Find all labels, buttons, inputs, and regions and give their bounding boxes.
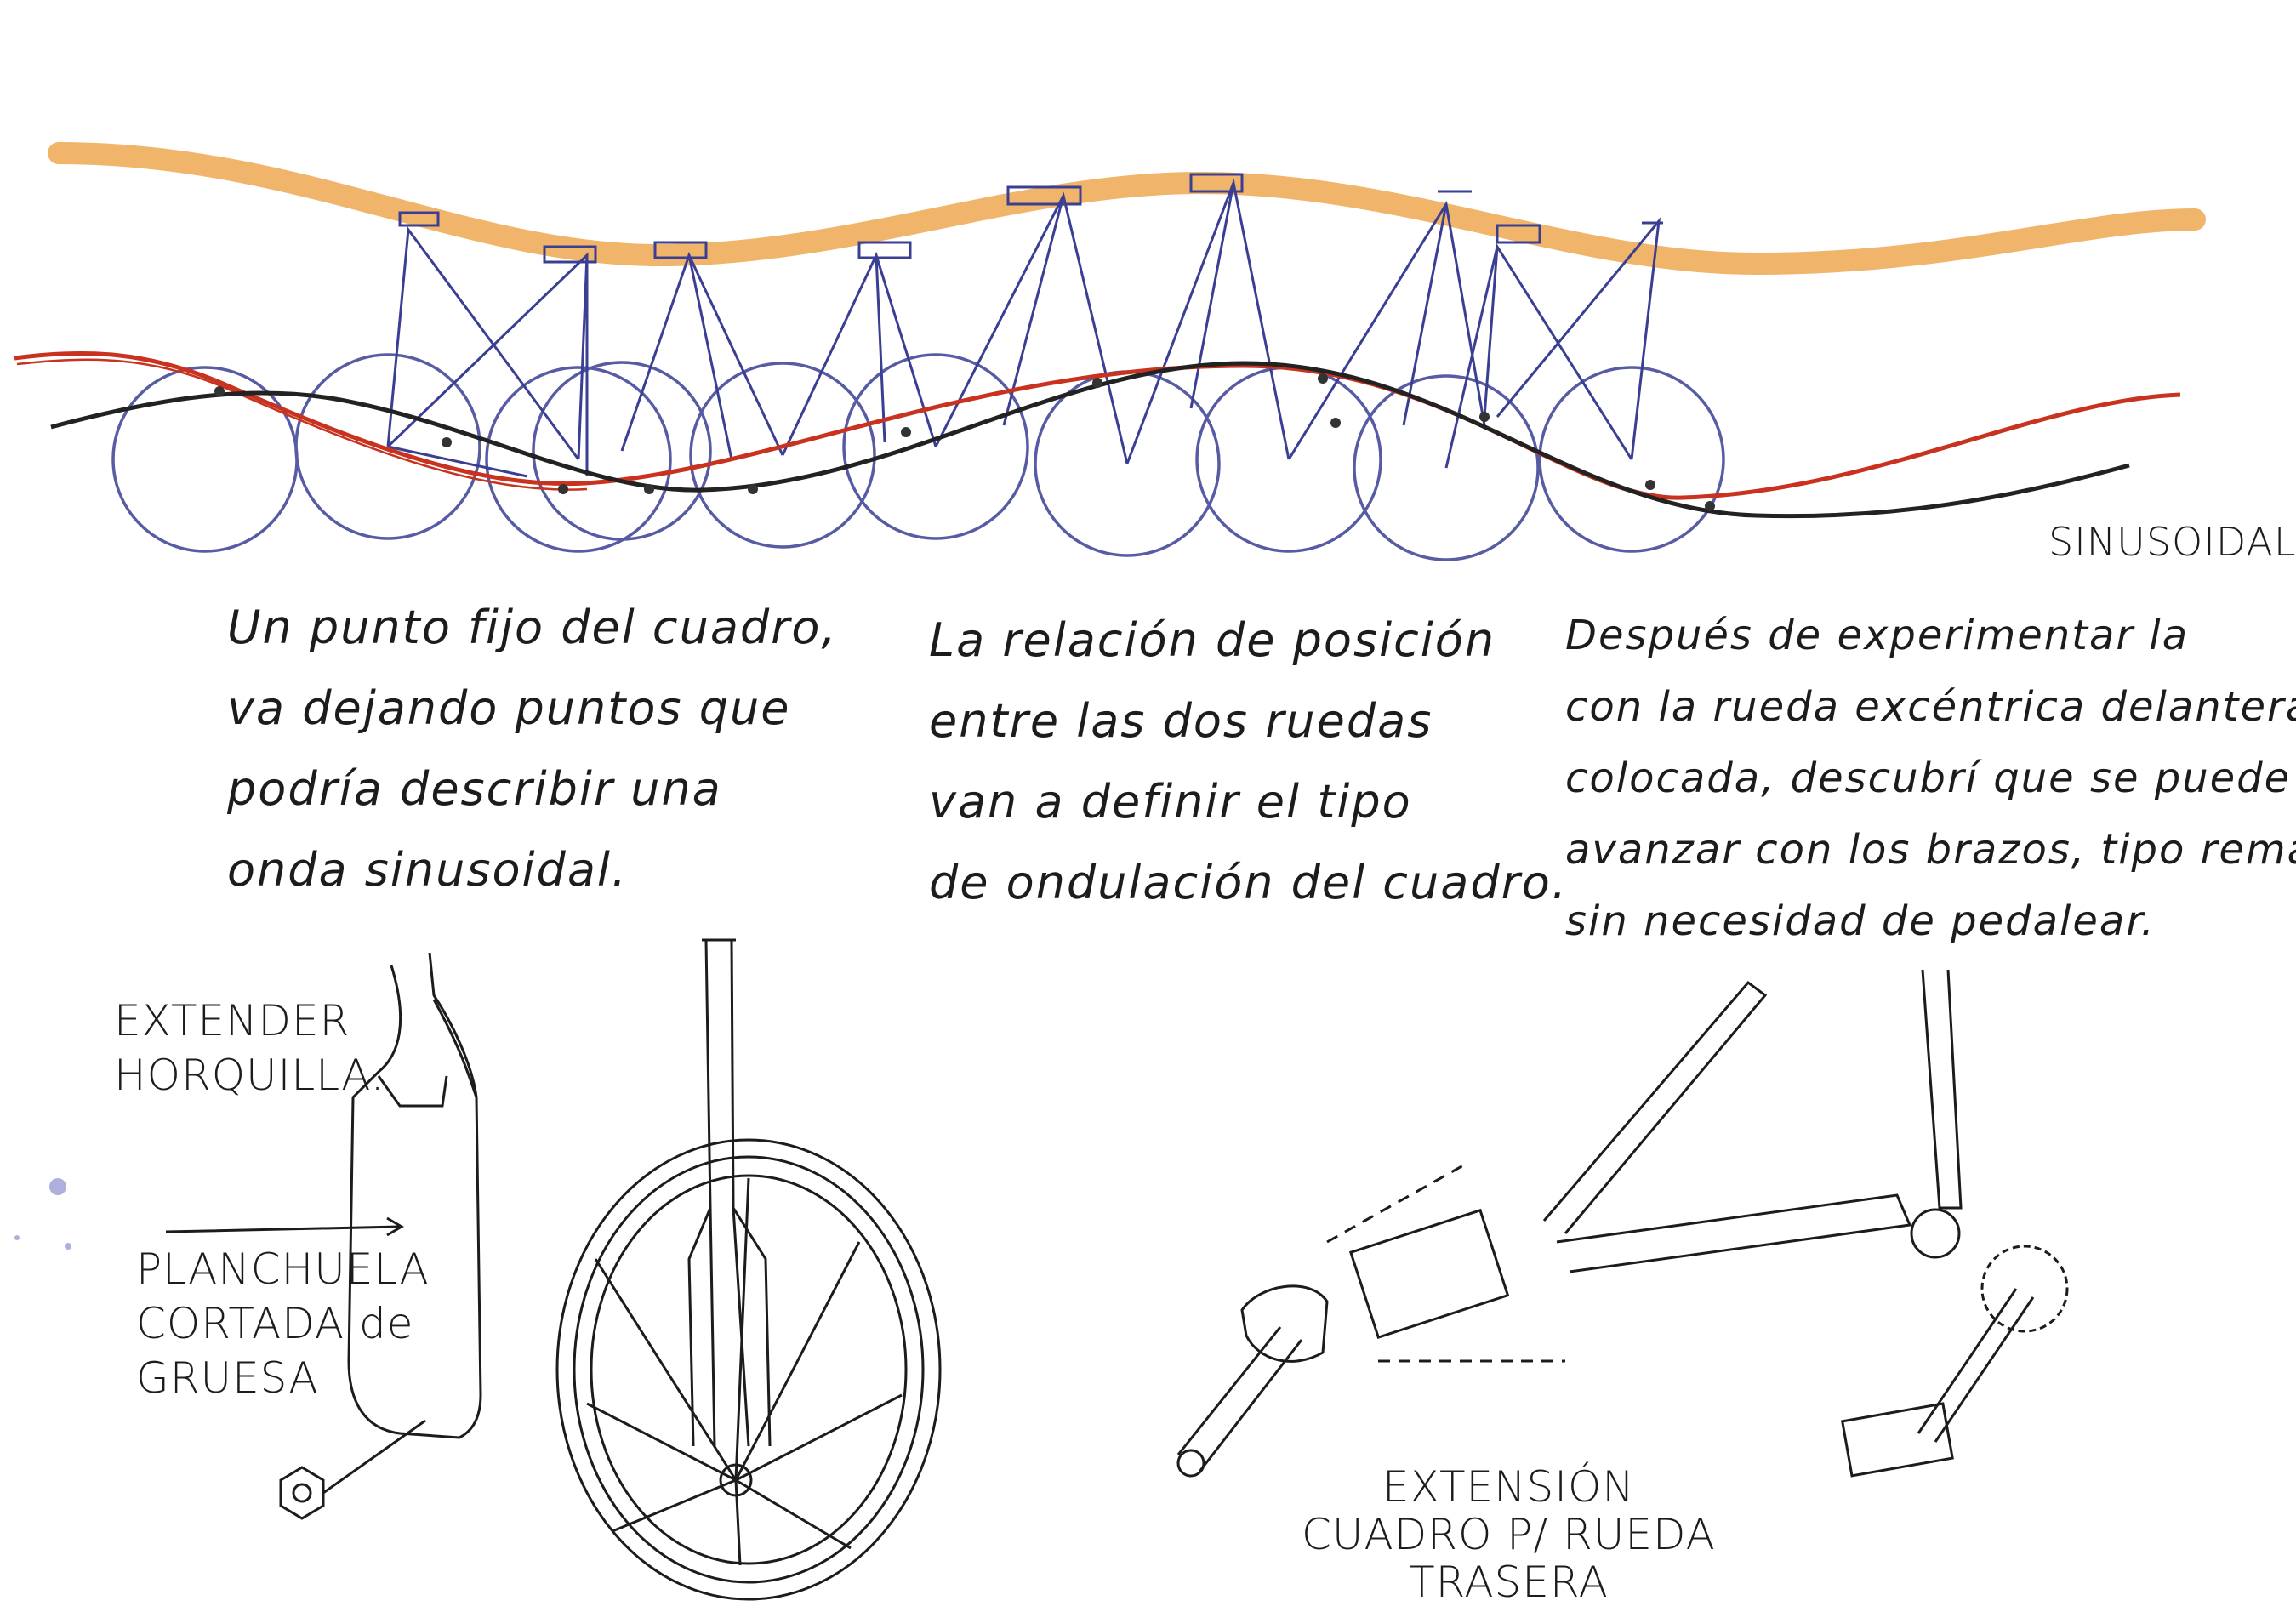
- note-line: entre las dos ruedas: [929, 694, 1433, 748]
- note-line: van a definir el tipo: [929, 775, 1412, 829]
- axle: [1176, 1326, 1303, 1472]
- sinusoidal-label: SINUSOIDAL: [2048, 519, 2296, 565]
- wheel: [532, 361, 712, 541]
- note-line: va dejando puntos que: [227, 681, 791, 735]
- front-wheel-drawing: [555, 938, 942, 1601]
- label-line: PLANCHUELA: [136, 1245, 430, 1294]
- tire: [555, 1138, 942, 1601]
- label-line: HORQUILLA.: [114, 1051, 385, 1100]
- note-line: podría describir una: [227, 762, 722, 816]
- bottom-bracket: [1910, 1208, 1961, 1259]
- label-frame-extension: EXTENSIÓN CUADRO P/ RUEDA TRASERA: [1302, 1463, 1716, 1606]
- note-wheel-relation: La relación de posición entre las dos ru…: [929, 600, 1568, 923]
- note-line: Después de experimentar la: [1565, 612, 2190, 659]
- label-plate: PLANCHUELA CORTADA de GRUESA: [136, 1242, 430, 1405]
- label-line: EXTENSIÓN: [1382, 1462, 1635, 1512]
- arrow: [165, 1216, 404, 1237]
- note-line: avanzar con los brazos, tipo remando.: [1565, 826, 2296, 874]
- fork: [687, 938, 772, 1447]
- dropout: [1240, 1284, 1329, 1363]
- note-line: colocada, descubrí que se puede: [1565, 755, 2292, 802]
- wheel: [294, 353, 481, 540]
- label-line: CUADRO P/ RUEDA: [1302, 1510, 1716, 1559]
- note-line: de ondulación del cuadro.: [929, 856, 1568, 909]
- chainring: [1980, 1245, 2069, 1333]
- label-line: TRASERA: [1409, 1558, 1609, 1607]
- wheel: [689, 362, 876, 549]
- extension-plate: [1348, 1208, 1510, 1340]
- bolt-icon: [279, 1419, 426, 1520]
- black-trajectory-line: [50, 361, 2130, 519]
- label-extend-fork: EXTENDER HORQUILLA.: [114, 994, 385, 1102]
- note-line: onda sinusoidal.: [227, 843, 629, 897]
- label-line: EXTENDER: [114, 996, 350, 1045]
- note-line: La relación de posición: [929, 613, 1496, 667]
- note-eccentric-wheel: Después de experimentar la con la rueda …: [1565, 600, 2296, 957]
- note-fixed-point: Un punto fijo del cuadro, va dejando pun…: [227, 587, 838, 910]
- label-line: CORTADA de: [136, 1299, 414, 1348]
- ink-marks: [14, 1178, 71, 1250]
- trace-points: [214, 373, 1715, 511]
- bicycle-wheels: [111, 353, 1725, 561]
- pedal: [1840, 1402, 1954, 1478]
- note-line: Un punto fijo del cuadro,: [227, 601, 838, 654]
- red-trajectory-line: [14, 350, 2181, 500]
- wheel: [1353, 374, 1540, 561]
- orange-wave-band: [48, 142, 2206, 276]
- wheel: [842, 353, 1029, 540]
- wheel: [485, 366, 672, 553]
- fork-plate-drawing: [165, 952, 482, 1520]
- frame-extension-drawing: [1176, 969, 2069, 1478]
- label-line: GRUESA: [136, 1353, 319, 1403]
- note-line: sin necesidad de pedalear.: [1565, 897, 2156, 945]
- wheel: [1538, 366, 1725, 553]
- crank-arm: [1917, 1288, 2035, 1443]
- note-line: con la rueda excéntrica delantera: [1565, 683, 2296, 731]
